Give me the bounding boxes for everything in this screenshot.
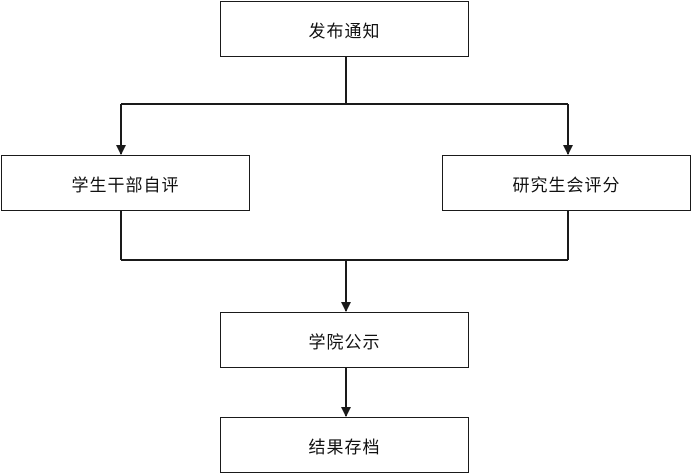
node-publish-notice-label: 发布通知 xyxy=(308,21,381,42)
node-cadre-self-eval: 学生干部自评 xyxy=(1,155,250,211)
node-result-archive: 结果存档 xyxy=(220,417,469,473)
node-grad-union-score-label: 研究生会评分 xyxy=(512,175,621,196)
node-college-announce: 学院公示 xyxy=(220,312,469,368)
node-result-archive-label: 结果存档 xyxy=(308,437,381,458)
node-publish-notice: 发布通知 xyxy=(220,1,469,57)
node-grad-union-score: 研究生会评分 xyxy=(442,155,691,211)
node-college-announce-label: 学院公示 xyxy=(308,332,381,353)
node-cadre-self-eval-label: 学生干部自评 xyxy=(71,175,180,196)
